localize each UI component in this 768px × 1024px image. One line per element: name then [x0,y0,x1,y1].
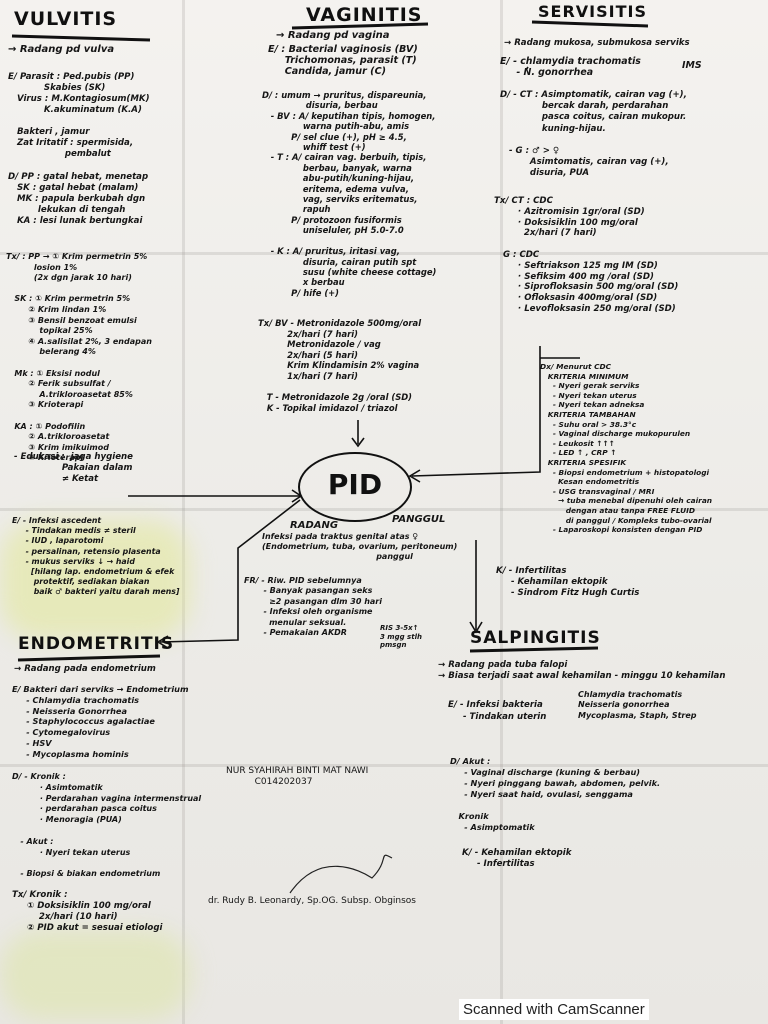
doctor-name: dr. Rudy B. Leonardy, Sp.OG. Subsp. Obgi… [208,896,416,906]
pid-name-radang: RADANG [290,520,339,531]
pid-diagnosis-criteria: Dx/ Menurut CDC KRITERIA MINIMUM - Nyeri… [540,362,713,535]
signature [289,854,393,894]
endometritis-diagnosis: D/ - Kronik : · Asimtomatik · Perdarahan… [12,772,202,879]
paper-stain [0,520,190,640]
pid-definition: Infeksi pada traktus genital atas ♀ (End… [262,532,458,561]
fold-crease [182,0,185,1024]
servisitis-ims-label: IMS [682,60,702,71]
author-name: NUR SYAHIRAH BINTI MAT NAWI C014202037 [226,766,369,787]
servisitis-treatment: Tx/ CT : CDC · Azitromisin 1gr/oral (SD)… [494,196,679,314]
vaginitis-treatment: Tx/ BV - Metronidazole 500mg/oral 2x/har… [258,318,422,413]
endometritis-treatment: Tx/ Kronik : ① Doksisiklin 100 mg/oral 2… [12,890,163,933]
vulvitis-education: - Edukasi : jaga hygiene Pakaian dalam ≠… [14,452,133,484]
salpingitis-title: SALPINGITIS [470,628,601,648]
pid-ellipse: PID [298,452,412,522]
endometritis-title: ENDOMETRITIS [18,634,175,654]
servisitis-title: SERVISITIS [538,2,647,21]
fold-crease [500,0,503,1024]
vaginitis-title: VAGINITIS [306,4,423,26]
endometritis-etiology: E/ Bakteri dari serviks → Endometrium - … [12,684,189,759]
fold-crease [0,252,768,255]
servisitis-diagnosis: D/ - CT : Asimptomatik, cairan vag (+), … [500,90,687,179]
salpingitis-diagnosis: D/ Akut : - Vaginal discharge (kuning & … [450,756,661,832]
servisitis-etiology: E/ - chlamydia trachomatis - N. gonorrhe… [500,56,641,78]
pid-complications: K/ - Infertilitas - Kehamilan ektopik - … [496,566,640,598]
servisitis-definition: → Radang mukosa, submukosa serviks [504,38,690,48]
salpingitis-etiology-list: Chlamydia trachomatis Neisseria gonorrhe… [578,690,697,720]
vulvitis-definition: → Radang pd vulva [8,44,115,55]
endometritis-definition: → Radang pada endometrium [14,664,156,674]
pid-risk-note: RIS 3-5x↑ 3 mgg stlh pmsgn [380,624,422,650]
pid-etiology: E/ - Infeksi ascedent - Tindakan medis ≠… [12,516,180,597]
salpingitis-etiology-extra: - Tindakan uterin [448,712,547,722]
vaginitis-definition: → Radang pd vagina [276,30,390,41]
salpingitis-etiology-head: E/ - Infeksi bakteria [448,700,543,710]
paper-stain [0,930,190,1020]
vulvitis-treatment: Tx/ : PP → ① Krim permetrin 5% losion 1%… [6,252,152,463]
pid-label: PID [327,468,383,501]
salpingitis-complications: K/ - Kehamilan ektopik - Infertilitas [462,848,572,869]
vulvitis-diagnosis: D/ PP : gatal hebat, menetap SK : gatal … [8,172,149,226]
pid-risk-factors: FR/ - Riw. PID sebelumnya - Banyak pasan… [244,576,382,638]
pid-name-panggul: PANGGUL [392,514,446,525]
salpingitis-definition: → Radang pada tuba falopi → Biasa terjad… [438,660,726,681]
vulvitis-etiology: E/ Parasit : Ped.pubis (PP) Skabies (SK)… [8,72,150,159]
vulvitis-title: VULVITIS [14,8,118,30]
vaginitis-diagnosis: D/ : umum → pruritus, dispareunia, disur… [262,90,437,298]
fold-crease [0,764,768,767]
camscanner-watermark: Scanned with CamScanner [459,999,649,1020]
vaginitis-etiology: E/ : Bacterial vaginosis (BV) Trichomona… [268,44,418,77]
